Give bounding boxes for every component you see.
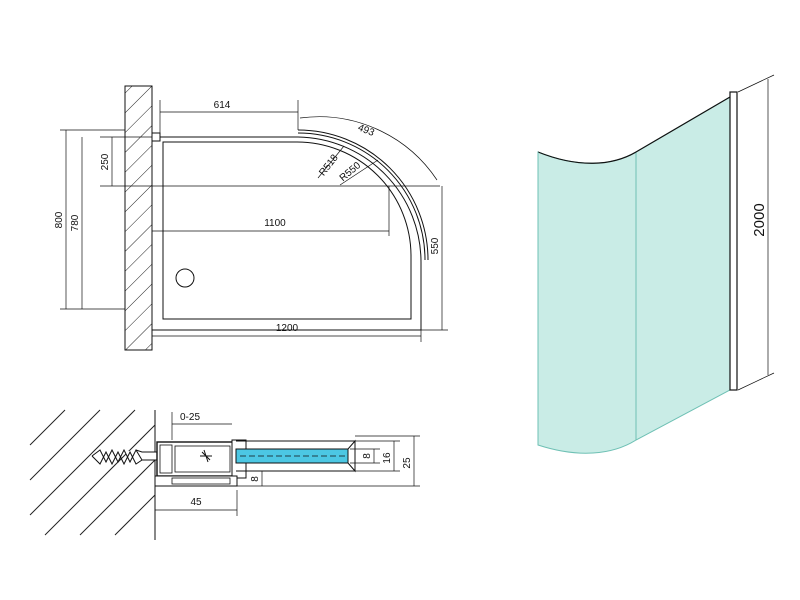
dim-8-glass: 8 xyxy=(362,453,373,459)
dim-2000: 2000 xyxy=(751,203,768,236)
detail-wall-hatch xyxy=(29,409,156,536)
plan-wall xyxy=(124,85,153,351)
dim-r518: R518 xyxy=(317,152,341,178)
dim-493: 493 xyxy=(356,122,376,139)
dim-16: 16 xyxy=(382,452,393,464)
dim-780: 780 xyxy=(70,214,81,231)
profile-detail: 0-25 8 16 25 8 45 xyxy=(29,409,420,540)
enclosure-curve-outer xyxy=(297,129,429,261)
dim-1200: 1200 xyxy=(276,323,299,334)
dim-line-493 xyxy=(299,116,438,181)
plan-view: 614 493 R518 R550 250 800 780 1100 550 xyxy=(54,85,448,351)
dim-614: 614 xyxy=(214,100,231,111)
dim-550: 550 xyxy=(430,237,441,254)
elevation-view: 2000 xyxy=(537,74,775,454)
dim-800: 800 xyxy=(54,211,65,228)
profile-base xyxy=(154,475,238,487)
dim-1100: 1100 xyxy=(264,218,286,229)
enclosure-curve-inner xyxy=(297,132,426,261)
dim-25: 25 xyxy=(402,457,413,469)
plan-wall-profile xyxy=(151,132,161,142)
glass-section xyxy=(235,448,349,464)
dim-45: 45 xyxy=(190,497,202,508)
tray-outer-outline xyxy=(151,136,422,331)
tray-inner-outline xyxy=(162,141,412,320)
elevation-wall-profile xyxy=(729,91,738,391)
dim-250: 250 xyxy=(100,153,111,170)
drain xyxy=(175,268,195,288)
profile-screw xyxy=(200,449,212,463)
dim-8-bottom: 8 xyxy=(250,476,261,482)
dim-range: 0-25 xyxy=(180,412,200,423)
glass-panel xyxy=(537,96,731,454)
